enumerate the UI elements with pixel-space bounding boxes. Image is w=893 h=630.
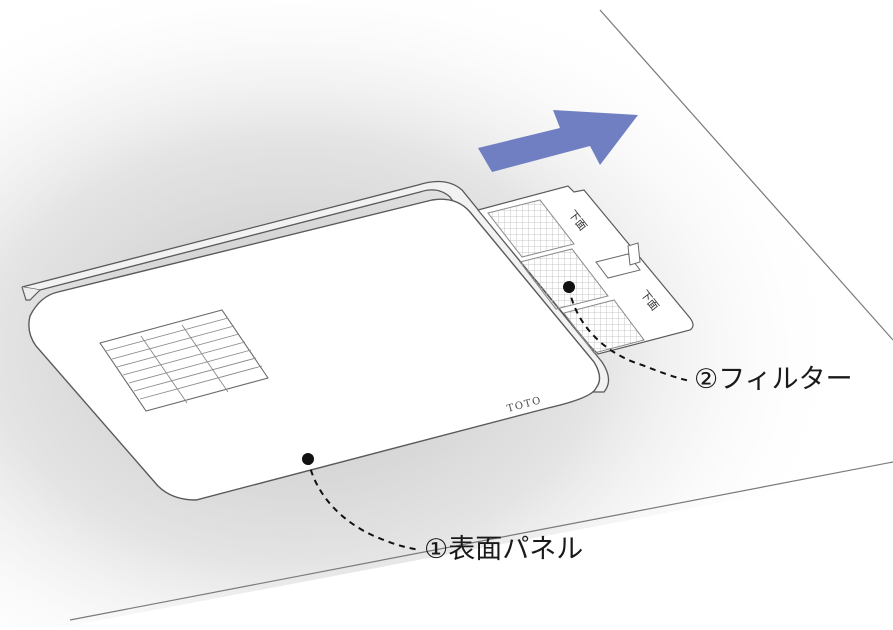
filter-mesh-top bbox=[487, 199, 575, 258]
unit-frame bbox=[21, 180, 610, 393]
right-arrow-icon bbox=[478, 110, 638, 172]
filter-mesh-bottom bbox=[563, 299, 645, 354]
intake-grille bbox=[99, 309, 269, 412]
panel-label: ①表面パネル bbox=[424, 534, 584, 565]
filter-mesh-middle bbox=[519, 248, 609, 310]
leader-lines bbox=[302, 281, 691, 551]
filter: 下面 下面 bbox=[476, 185, 694, 355]
ceiling-edge-bottom bbox=[69, 461, 893, 621]
filter-label: ②フィルター bbox=[694, 364, 853, 395]
front-panel bbox=[28, 198, 601, 501]
ceiling-edge-right bbox=[599, 9, 893, 341]
